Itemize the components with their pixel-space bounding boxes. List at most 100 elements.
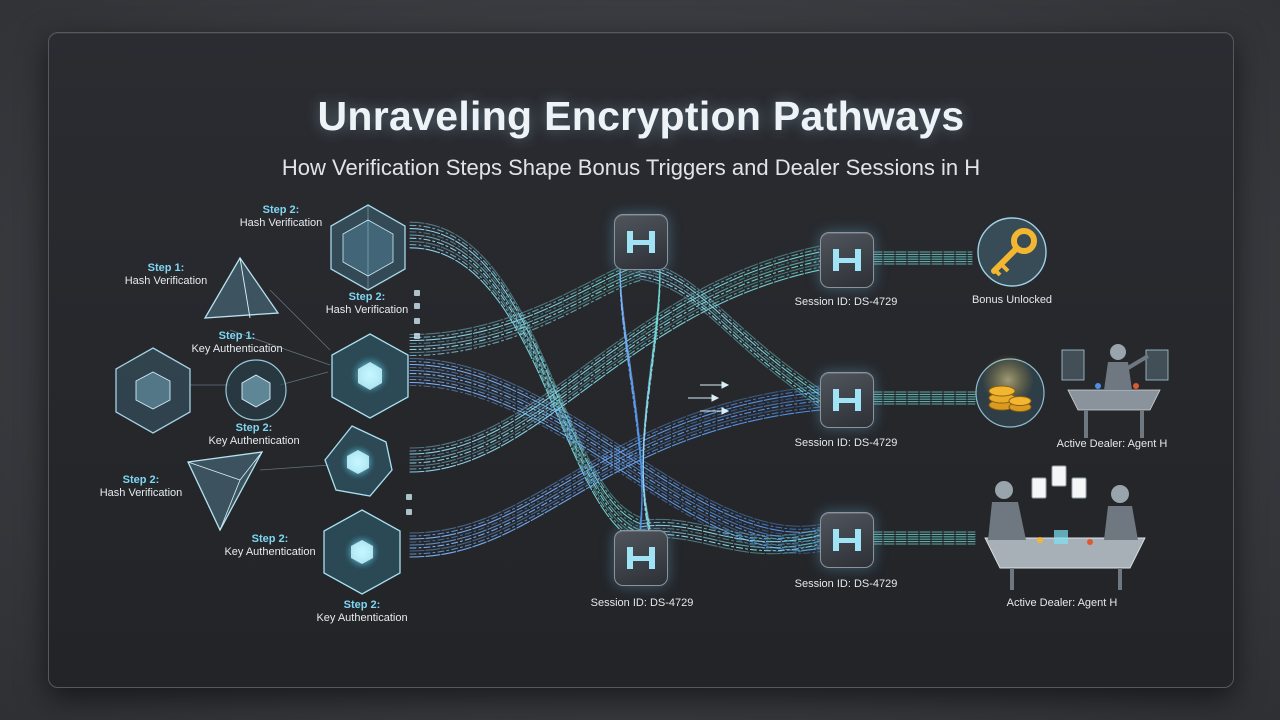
step-label: Step 1:Key Authentication bbox=[191, 330, 283, 355]
flow-strand bbox=[409, 234, 641, 531]
flow-strand bbox=[409, 266, 821, 470]
step-label: Step 2:Hash Verification bbox=[239, 204, 323, 229]
flow-strand bbox=[409, 378, 821, 548]
flow-strand bbox=[639, 269, 821, 399]
coins-icon bbox=[975, 354, 1045, 428]
step-label: Step 2:Key Authentication bbox=[208, 422, 300, 447]
prism-node bbox=[187, 451, 264, 532]
glow-node-middle bbox=[324, 425, 393, 497]
page-subtitle: How Verification Steps Shape Bonus Trigg… bbox=[281, 155, 981, 180]
flow-strand bbox=[409, 231, 641, 528]
flow-strand bbox=[409, 240, 641, 537]
flow-strand bbox=[409, 381, 821, 551]
flow-strand bbox=[409, 264, 641, 342]
flow-strand bbox=[619, 275, 643, 538]
flow-strand bbox=[409, 369, 821, 539]
flow-strand bbox=[639, 527, 821, 546]
session-label: Session ID: DS-4729 bbox=[794, 296, 898, 308]
flow-strand bbox=[409, 372, 821, 542]
flow-strand bbox=[409, 224, 641, 521]
session-label: Session ID: DS-4729 bbox=[794, 437, 898, 449]
flow-strand bbox=[409, 394, 821, 543]
glow-node-center bbox=[331, 333, 409, 419]
flow-strand bbox=[639, 524, 821, 543]
flow-strand bbox=[409, 375, 821, 545]
flow-strand bbox=[639, 263, 821, 393]
flow-strand bbox=[409, 257, 821, 461]
h-logo-icon bbox=[627, 547, 655, 569]
flow-strand bbox=[409, 391, 821, 540]
flow-strand bbox=[409, 244, 641, 541]
flow-strand bbox=[409, 267, 641, 345]
flow-strand bbox=[409, 237, 641, 534]
dealer-top-icon bbox=[1061, 344, 1169, 438]
h-logo-icon bbox=[833, 389, 861, 411]
key-icon bbox=[977, 217, 1047, 287]
step-label: Step 1:Hash Verification bbox=[124, 262, 208, 287]
outcome-label-bonus: Bonus Unlocked bbox=[971, 294, 1053, 306]
flow-strand bbox=[639, 260, 821, 390]
session-node-right-bottom[interactable] bbox=[820, 512, 874, 568]
flow-strand bbox=[639, 266, 821, 396]
flow-strand bbox=[409, 357, 821, 527]
flow-strand bbox=[409, 254, 821, 458]
session-node-top-center[interactable] bbox=[614, 214, 668, 270]
flow-strand bbox=[642, 275, 661, 538]
hash-node-top bbox=[330, 204, 406, 291]
flow-strand bbox=[639, 272, 821, 402]
session-label: Session ID: DS-4729 bbox=[794, 578, 898, 590]
session-node-right-middle[interactable] bbox=[820, 372, 874, 428]
h-logo-icon bbox=[833, 249, 861, 271]
flow-strand bbox=[639, 533, 821, 552]
flow-strand bbox=[409, 260, 821, 464]
flow-strand bbox=[639, 521, 821, 540]
flow-strand bbox=[409, 273, 641, 351]
data-flow-bundles bbox=[409, 221, 976, 558]
flow-strand bbox=[409, 360, 821, 530]
flow-strand bbox=[409, 251, 821, 455]
flow-strand bbox=[409, 221, 641, 518]
session-node-bottom-center[interactable] bbox=[614, 530, 668, 586]
flow-strand bbox=[409, 228, 641, 525]
flow-strand bbox=[639, 275, 821, 405]
step-label: Step 2:Hash Verification bbox=[99, 474, 183, 499]
outcome-label-dealer: Active Dealer: Agent H bbox=[1006, 597, 1118, 609]
h-logo-icon bbox=[833, 529, 861, 551]
glow-node-bottom bbox=[323, 509, 401, 595]
flow-strand bbox=[409, 263, 821, 467]
flow-strand bbox=[409, 245, 821, 449]
flow-strand bbox=[409, 384, 821, 554]
center-arrows bbox=[688, 381, 730, 415]
flow-strand bbox=[409, 385, 821, 534]
flow-strand bbox=[409, 388, 821, 537]
flow-strand bbox=[409, 248, 821, 452]
h-logo-icon bbox=[627, 231, 655, 253]
flow-strand bbox=[409, 409, 821, 558]
flow-strand bbox=[409, 247, 641, 544]
flow-strand bbox=[409, 269, 821, 473]
dealer-table-icon bbox=[984, 465, 1146, 590]
step-label: Step 2:Key Authentication bbox=[316, 599, 408, 624]
flow-strand bbox=[409, 279, 641, 357]
flow-strand bbox=[409, 403, 821, 552]
session-node-right-top[interactable] bbox=[820, 232, 874, 288]
flow-strand bbox=[409, 400, 821, 549]
page-title: Unraveling Encryption Pathways bbox=[317, 93, 965, 139]
pyramid-node bbox=[203, 256, 280, 319]
flow-strand bbox=[409, 366, 821, 536]
session-label: Session ID: DS-4729 bbox=[590, 597, 694, 609]
connector-lines bbox=[190, 289, 331, 471]
cube-node-left bbox=[115, 347, 191, 434]
outcome-label-dealer: Active Dealer: Agent H bbox=[1056, 438, 1168, 450]
flow-strand bbox=[619, 265, 643, 527]
step-label: Step 2:Hash Verification bbox=[325, 291, 409, 316]
flow-strand bbox=[409, 406, 821, 555]
flow-strand bbox=[409, 397, 821, 546]
flow-strand bbox=[409, 363, 821, 533]
port-markers bbox=[406, 290, 420, 515]
flow-strand bbox=[639, 518, 821, 537]
step-label: Step 2:Key Authentication bbox=[224, 533, 316, 558]
cube-node-ring bbox=[225, 359, 287, 421]
flow-strand bbox=[409, 270, 641, 348]
